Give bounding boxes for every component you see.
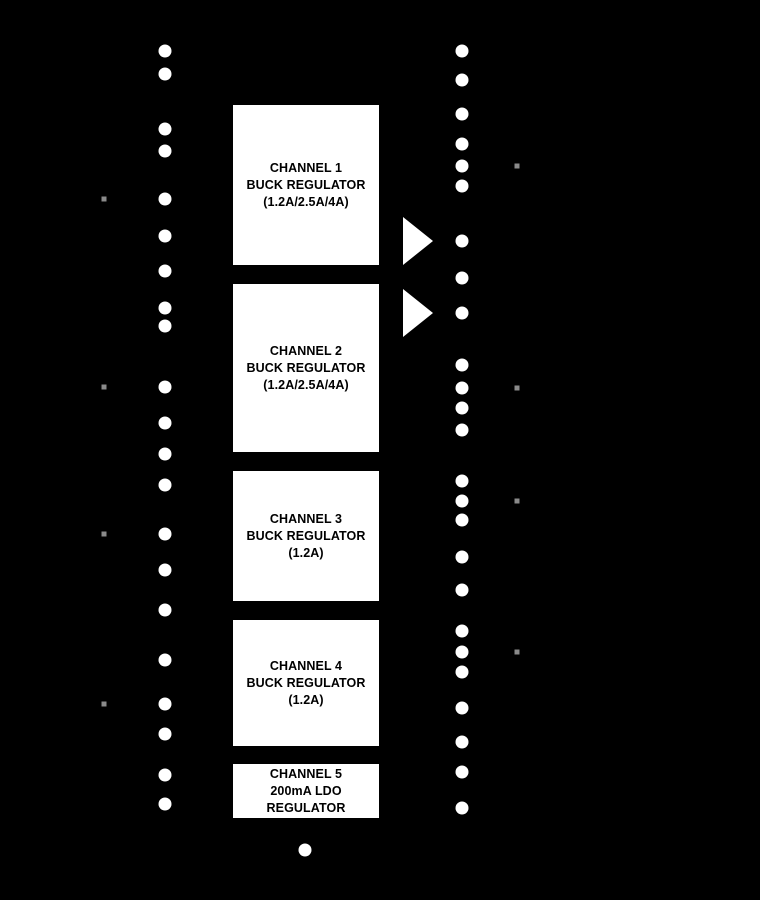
left-pin-dot[interactable] (158, 144, 172, 158)
right-pin-dot[interactable] (455, 494, 469, 508)
left-pin-dot[interactable] (158, 478, 172, 492)
right-pin-dot[interactable] (455, 107, 469, 121)
block-label-line: 200mA LDO (270, 783, 342, 798)
right-pin-dot[interactable] (455, 381, 469, 395)
left-pin-marker-icon (101, 384, 107, 390)
left-pin-dot[interactable] (158, 416, 172, 430)
left-pin-dot[interactable] (158, 264, 172, 278)
block-label-line: (1.2A) (288, 692, 324, 707)
left-pin-dot[interactable] (158, 319, 172, 333)
right-pin-dot[interactable] (455, 513, 469, 527)
block-label-line: CHANNEL 1 (269, 160, 343, 175)
right-pin-marker-icon (514, 649, 520, 655)
left-pin-marker-icon (101, 531, 107, 537)
left-pin-dot[interactable] (158, 797, 172, 811)
left-pin-dot[interactable] (158, 380, 172, 394)
left-pin-dot[interactable] (158, 527, 172, 541)
left-pin-dot[interactable] (158, 697, 172, 711)
left-pin-dot[interactable] (158, 447, 172, 461)
right-pin-dot[interactable] (455, 423, 469, 437)
block-label-line: BUCK REGULATOR (246, 528, 366, 543)
block-label-line: (1.2A) (288, 545, 324, 560)
right-pin-marker-icon (514, 385, 520, 391)
left-pin-dot[interactable] (158, 44, 172, 58)
block-channel-1[interactable]: CHANNEL 1 BUCK REGULATOR (1.2A/2.5A/4A) (233, 105, 379, 265)
block-channel-3[interactable]: CHANNEL 3 BUCK REGULATOR (1.2A) (233, 471, 379, 601)
right-pin-dot[interactable] (455, 306, 469, 320)
right-pin-dot[interactable] (455, 801, 469, 815)
block-label-line: BUCK REGULATOR (246, 177, 366, 192)
driver-triangle-icon (403, 217, 433, 265)
ground-pin-dot[interactable] (298, 843, 312, 857)
driver-triangle-icon (403, 289, 433, 337)
left-pin-dot[interactable] (158, 563, 172, 577)
left-pin-marker-icon (101, 196, 107, 202)
right-pin-dot[interactable] (455, 179, 469, 193)
left-pin-dot[interactable] (158, 653, 172, 667)
right-pin-dot[interactable] (455, 401, 469, 415)
block-label-line: BUCK REGULATOR (246, 360, 366, 375)
right-pin-marker-icon (514, 498, 520, 504)
block-label-line: (1.2A/2.5A/4A) (263, 194, 349, 209)
left-pin-dot[interactable] (158, 67, 172, 81)
block-label-line: CHANNEL 2 (269, 343, 343, 358)
right-pin-dot[interactable] (455, 271, 469, 285)
block-channel-4[interactable]: CHANNEL 4 BUCK REGULATOR (1.2A) (233, 620, 379, 746)
left-pin-dot[interactable] (158, 603, 172, 617)
right-pin-dot[interactable] (455, 665, 469, 679)
right-pin-marker-icon (514, 163, 520, 169)
block-label-line: CHANNEL 3 (269, 511, 343, 526)
right-pin-dot[interactable] (455, 624, 469, 638)
block-label-line: (1.2A/2.5A/4A) (263, 377, 349, 392)
right-pin-dot[interactable] (455, 137, 469, 151)
left-pin-marker-icon (101, 701, 107, 707)
right-pin-dot[interactable] (455, 550, 469, 564)
right-pin-dot[interactable] (455, 159, 469, 173)
right-pin-dot[interactable] (455, 765, 469, 779)
block-channel-5[interactable]: CHANNEL 5 200mA LDO REGULATOR (233, 764, 379, 818)
right-pin-dot[interactable] (455, 358, 469, 372)
left-pin-dot[interactable] (158, 727, 172, 741)
block-label-line: CHANNEL 5 (269, 766, 343, 781)
block-label-line: REGULATOR (266, 800, 346, 815)
right-pin-dot[interactable] (455, 735, 469, 749)
left-pin-dot[interactable] (158, 192, 172, 206)
right-pin-dot[interactable] (455, 645, 469, 659)
block-label-line: BUCK REGULATOR (246, 675, 366, 690)
right-pin-dot[interactable] (455, 44, 469, 58)
left-pin-dot[interactable] (158, 768, 172, 782)
right-pin-dot[interactable] (455, 73, 469, 87)
block-label-line: CHANNEL 4 (269, 658, 343, 673)
right-pin-dot[interactable] (455, 701, 469, 715)
right-pin-dot[interactable] (455, 474, 469, 488)
right-pin-dot[interactable] (455, 234, 469, 248)
block-channel-2[interactable]: CHANNEL 2 BUCK REGULATOR (1.2A/2.5A/4A) (233, 284, 379, 452)
left-pin-dot[interactable] (158, 301, 172, 315)
right-pin-dot[interactable] (455, 583, 469, 597)
left-pin-dot[interactable] (158, 229, 172, 243)
left-pin-dot[interactable] (158, 122, 172, 136)
